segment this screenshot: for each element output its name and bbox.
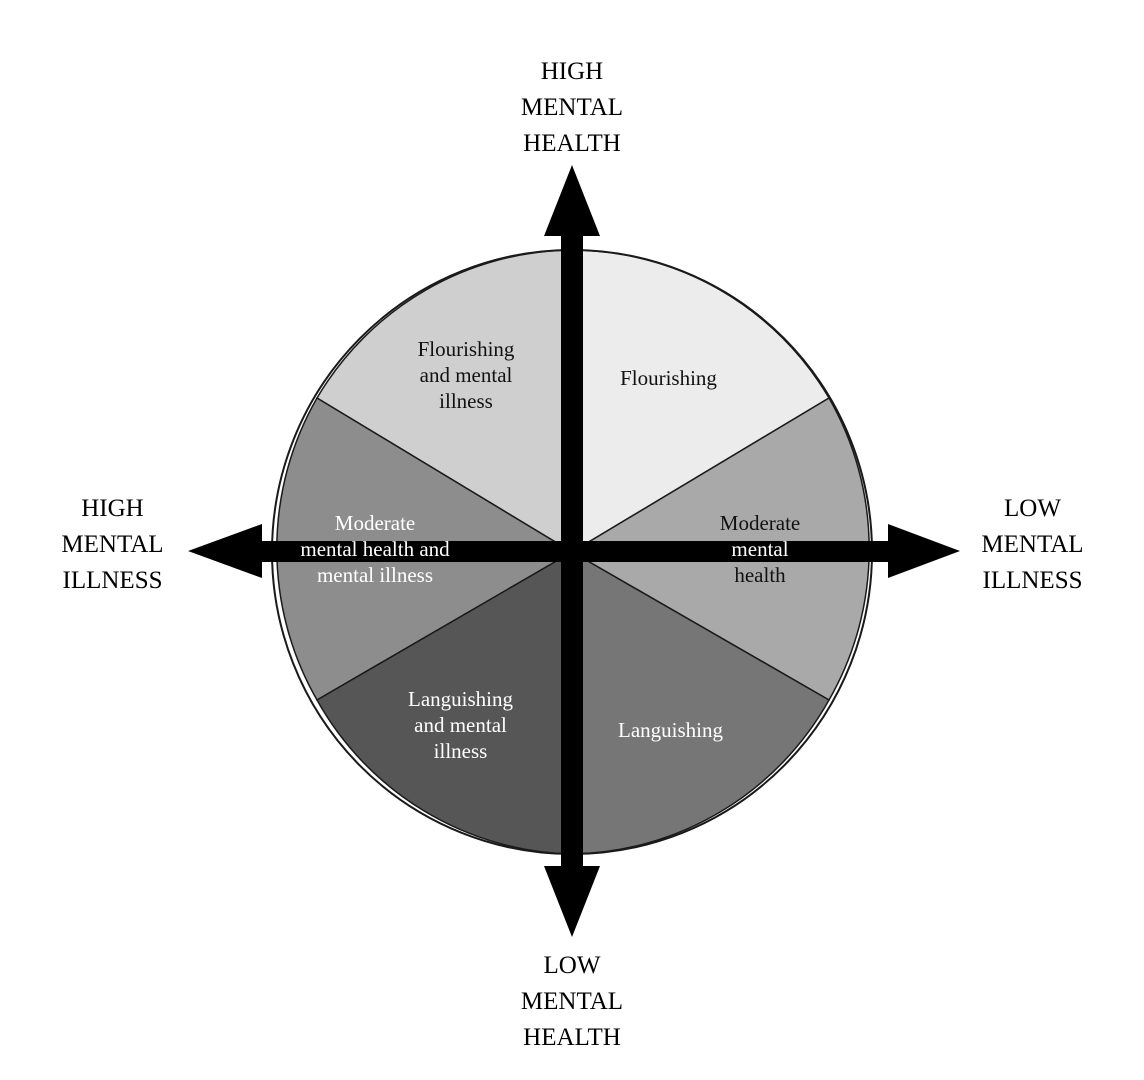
axis-label-line: MENTAL [981, 531, 1084, 558]
segment-label-line: Moderate [719, 511, 801, 535]
segment-label-line: mental health and [300, 537, 450, 561]
segment-label-line: Languishing [618, 718, 723, 742]
segment-label-flourishing: Flourishing [586, 365, 751, 391]
axis-label-line: ILLNESS [982, 567, 1083, 594]
segment-label-flourishing-and-mental-illness: Flourishing and mental illness [386, 336, 546, 414]
axis-label-line: LOW [543, 952, 601, 979]
segment-label-line: and mental [414, 713, 507, 737]
axis-label-line: ILLNESS [62, 567, 163, 594]
segment-label-line: mental illness [316, 563, 434, 587]
axis-label-line: HIGH [81, 495, 144, 522]
segment-label-languishing: Languishing [588, 717, 753, 743]
axis-label-line: HEALTH [523, 130, 621, 157]
arrowhead-left [188, 524, 262, 578]
segment-label-line: illness [433, 739, 488, 763]
axis-label-line: MENTAL [520, 94, 624, 121]
segment-label-moderate-mental-health-and-mental-illness: Moderate mental health and mental illnes… [265, 510, 485, 588]
axis-label-high-mental-illness: HIGH MENTAL ILLNESS [30, 491, 195, 599]
arrowhead-up [544, 165, 600, 236]
segment-label-line: and mental [419, 363, 513, 387]
arrowhead-down [544, 866, 600, 937]
segment-label-line: Moderate [334, 511, 416, 535]
segment-label-line: illness [439, 389, 493, 413]
segment-label-line: Languishing [408, 687, 513, 711]
axis-label-low-mental-health: LOW MENTAL HEALTH [492, 948, 652, 1056]
axis-label-line: MENTAL [61, 531, 164, 558]
horizontal-axis-shaft [250, 541, 910, 562]
segment-label-line: mental [731, 537, 789, 561]
axis-label-low-mental-illness: LOW MENTAL ILLNESS [950, 491, 1115, 599]
segment-label-line: Flourishing [620, 366, 717, 390]
segment-label-languishing-and-mental-illness: Languishing and mental illness [378, 686, 543, 764]
axis-label-line: MENTAL [520, 988, 624, 1015]
segment-label-line: health [734, 563, 786, 587]
segment-label-moderate-mental-health: Moderate mental health [690, 510, 830, 588]
segment-label-line: Flourishing [417, 337, 515, 361]
arrowhead-right [888, 524, 960, 578]
axis-label-line: HEALTH [523, 1024, 621, 1051]
axis-label-line: LOW [1004, 495, 1061, 522]
axis-label-high-mental-health: HIGH MENTAL HEALTH [492, 54, 652, 162]
axis-label-line: HIGH [540, 58, 604, 85]
